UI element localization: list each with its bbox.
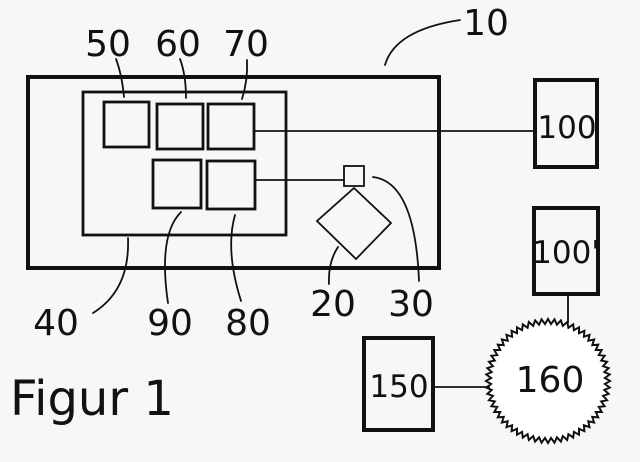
leader-50 (115, 58, 125, 98)
leader-70 (241, 59, 249, 100)
label-80: 80 (225, 303, 271, 344)
leader-60 (179, 58, 187, 99)
system-box-10 (26, 75, 441, 270)
module-box-50 (102, 100, 151, 149)
label-90: 90 (147, 303, 193, 344)
label-160: 160 (516, 360, 585, 401)
server-box-100-prime (532, 206, 600, 296)
module-box-80 (205, 159, 257, 211)
label-100-prime: 100' (532, 235, 600, 271)
leader-80 (230, 214, 242, 302)
label-40: 40 (33, 303, 79, 344)
leader-10 (384, 19, 461, 66)
server-box-100 (533, 78, 599, 169)
label-50: 50 (85, 24, 131, 65)
module-box-90 (151, 158, 203, 210)
label-100: 100 (537, 110, 596, 146)
leader-20 (328, 246, 339, 285)
label-10: 10 (463, 3, 509, 44)
unit-box-40 (81, 90, 288, 237)
label-60: 60 (155, 24, 201, 65)
module-box-70 (206, 102, 256, 151)
connector-box-30 (343, 165, 365, 187)
label-150: 150 (369, 369, 428, 405)
network-starburst-160 (484, 317, 612, 445)
leader-30 (372, 176, 420, 282)
sensor-diamond-20 (315, 186, 393, 261)
leader-90 (164, 211, 182, 304)
figure-title: Figur 1 (10, 371, 174, 427)
leader-40 (92, 237, 129, 314)
label-20: 20 (310, 284, 356, 325)
terminal-box-150 (362, 336, 435, 432)
label-30: 30 (388, 284, 434, 325)
label-70: 70 (223, 24, 269, 65)
module-box-60 (155, 102, 205, 151)
